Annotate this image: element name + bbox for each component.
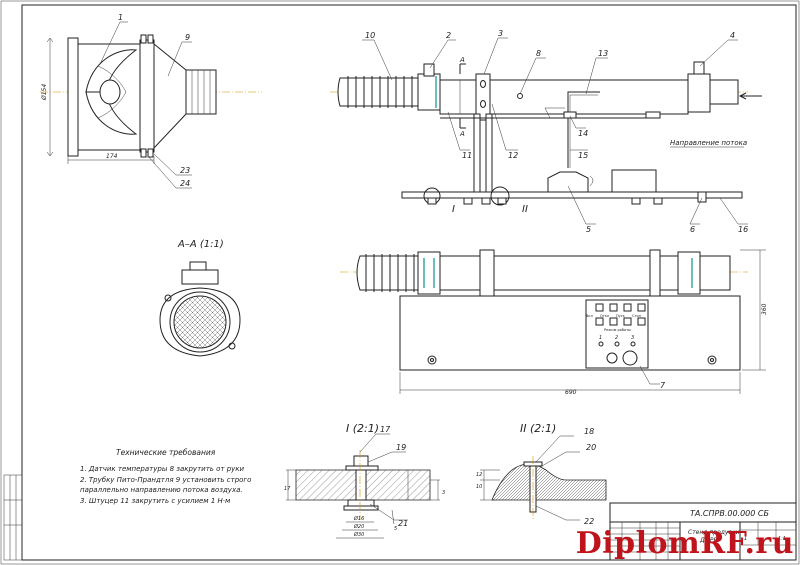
callout-1: 1 <box>118 13 123 22</box>
pitot-tube <box>567 91 600 168</box>
sensor-mesh <box>173 295 227 349</box>
title-block-scale: 1:1 <box>778 536 786 542</box>
callout-15: 15 <box>578 151 588 160</box>
fan-hub <box>99 79 121 105</box>
tech-req-item-3: 3. Штуцер 11 закрутить с усилием 1 Н·м <box>80 497 231 505</box>
panel-label-stop: Стоп <box>632 314 641 318</box>
length-dim: 690 <box>565 389 577 396</box>
detail-two-title: II (2:1) <box>520 422 556 435</box>
pipe-support-clamp <box>475 73 491 121</box>
callout-17: 17 <box>380 425 391 434</box>
hood-cone <box>153 42 187 150</box>
mode-selector-knob <box>622 350 638 366</box>
hose-clamp <box>417 73 441 111</box>
dim-3: 3 <box>442 490 445 496</box>
callout-22: 22 <box>584 517 594 526</box>
callout-23: 23 <box>180 166 190 175</box>
tech-req-item-2-cont: параллельно направлению потока воздуха. <box>80 486 243 494</box>
callout-20: 20 <box>586 443 596 452</box>
technical-requirements: Технические требования 1. Датчик темпера… <box>80 448 251 505</box>
height-dim: 360 <box>761 303 768 315</box>
panel-position-1: 1 <box>599 335 602 341</box>
outlet-fitting <box>687 73 711 113</box>
detail-mark-two: II <box>522 204 528 215</box>
panel-button-off <box>609 303 618 312</box>
title-block <box>609 502 797 561</box>
support-post <box>473 113 481 193</box>
callout-16: 16 <box>738 225 748 234</box>
panel-label-start: Пуск <box>616 314 625 318</box>
callout-19: 19 <box>396 443 406 452</box>
detail-mark-one: I <box>452 204 455 215</box>
tech-req-title: Технические требования <box>116 448 216 457</box>
callout-9: 9 <box>185 33 190 42</box>
title-block-code: ТА.СПРВ.00.000 СБ <box>690 509 769 518</box>
dim-17: 17 <box>284 486 291 492</box>
panel-position-3: 3 <box>631 335 634 341</box>
panel-position-2: 2 <box>615 335 618 341</box>
dim-10: 10 <box>476 484 482 490</box>
callout-6: 6 <box>690 225 695 234</box>
dim-d16: Ø16 <box>353 515 364 522</box>
stand-top-view: 690 360 <box>340 249 768 396</box>
fan-width-dim: 174 <box>106 153 118 160</box>
panel-bracket <box>547 171 589 192</box>
panel-button-stop <box>637 303 646 312</box>
section-aa-view <box>159 261 241 357</box>
watermark-logo: DiplomRF.ru <box>575 526 794 561</box>
detail-two-foam <box>491 463 607 501</box>
panel-label-off: Откл <box>600 314 609 318</box>
callout-2: 2 <box>446 31 451 40</box>
dim-5: 5 <box>394 526 397 532</box>
callout-10: 10 <box>365 31 375 40</box>
sensor-connector <box>181 269 219 285</box>
section-aa-title: А–А (1:1) <box>177 239 224 250</box>
detail-one-bolt-head <box>353 455 369 467</box>
callout-21: 21 <box>398 519 408 528</box>
callout-14: 14 <box>578 129 588 138</box>
detail-two-circle <box>490 186 510 206</box>
callout-4: 4 <box>730 31 735 40</box>
top-measuring-tube <box>439 255 679 291</box>
detail-one-title: I (2:1) <box>346 422 379 435</box>
callout-12: 12 <box>508 151 518 160</box>
callout-11: 11 <box>462 151 472 160</box>
top-base-plate <box>399 295 741 371</box>
section-mark-a-top: A <box>459 56 465 64</box>
title-block-name-1: Стенд продувки <box>688 529 740 536</box>
title-block-name-2: ДМРВ <box>699 537 718 544</box>
dim-12: 12 <box>476 472 482 478</box>
flow-direction-label: Направление потока <box>670 139 747 147</box>
callout-24: 24 <box>180 179 190 188</box>
fan-diameter-dim: Ø154 <box>41 84 48 101</box>
panel-button-on <box>595 303 604 312</box>
tech-req-item-1: 1. Датчик температуры 8 закрутить от рук… <box>80 465 245 473</box>
dim-d30: Ø30 <box>353 531 364 538</box>
panel-button-start <box>623 303 632 312</box>
detail-one-view <box>286 433 440 539</box>
fan-hood-view: Ø154 174 <box>40 21 262 189</box>
corrugated-hose <box>337 77 421 107</box>
callout-18: 18 <box>584 427 594 436</box>
top-corrugated-hose <box>356 255 421 291</box>
panel-mode-caption: Режим работы <box>604 328 631 332</box>
section-mark-a-bottom: A <box>459 130 465 138</box>
stand-front-view <box>330 37 762 225</box>
callout-5: 5 <box>586 225 591 234</box>
title-block-sheets: 1 <box>744 536 747 542</box>
callout-8: 8 <box>536 49 541 58</box>
callout-7: 7 <box>660 381 666 390</box>
panel-label-on: Вкл <box>586 314 593 318</box>
dim-d20: Ø20 <box>353 523 364 530</box>
hood-ring <box>139 39 155 153</box>
hood-hose <box>185 69 217 115</box>
tech-req-item-2: 2. Трубку Пито-Прандтля 9 установить стр… <box>80 476 251 484</box>
detail-two-view <box>480 435 607 521</box>
callout-13: 13 <box>598 49 608 58</box>
callout-3: 3 <box>498 29 503 38</box>
fan-flange <box>67 37 79 157</box>
